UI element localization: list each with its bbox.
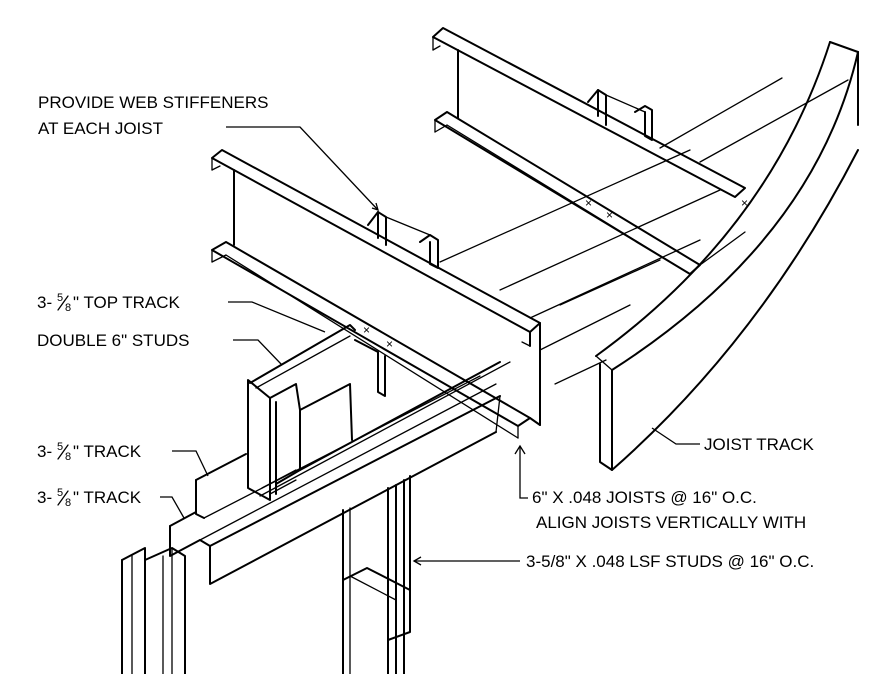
label-joists-1: 6" X .048 JOISTS @ 16" O.C. (532, 488, 757, 507)
label-lsf-studs: 3-5/8" X .048 LSF STUDS @ 16" O.C. (526, 552, 814, 571)
label-web-stiffeners-2: AT EACH JOIST (38, 119, 163, 138)
label-track-lower-den: 8 (65, 497, 71, 509)
label-top-track-num: 5 (57, 292, 63, 304)
label-track-upper: 3- 5 8 " TRACK (37, 441, 142, 463)
top-track-and-studs (195, 324, 511, 519)
back-joist (432, 27, 746, 275)
screw-mark: × (386, 337, 393, 351)
label-top-track-suffix: " TOP TRACK (73, 293, 180, 312)
lsf-studs (121, 475, 411, 674)
label-track-lower-num: 5 (57, 487, 63, 499)
label-double-studs: DOUBLE 6" STUDS (37, 331, 189, 350)
label-joists-2: ALIGN JOISTS VERTICALLY WITH (536, 513, 806, 532)
label-track-lower: 3- 5 8 " TRACK (37, 487, 142, 509)
label-top-track-prefix: 3- (37, 293, 52, 312)
label-top-track: 3- 5 8 " TOP TRACK (37, 292, 180, 314)
label-web-stiffeners-1: PROVIDE WEB STIFFENERS (38, 93, 268, 112)
label-track-lower-suffix: " TRACK (73, 488, 142, 507)
label-track-lower-prefix: 3- (37, 488, 52, 507)
floor-framing (439, 149, 721, 385)
screw-mark: × (363, 323, 370, 337)
label-joist-track: JOIST TRACK (704, 435, 815, 454)
label-track-upper-prefix: 3- (37, 442, 52, 461)
front-joist (211, 149, 541, 439)
label-track-upper-suffix: " TRACK (73, 442, 142, 461)
joist-track (595, 41, 859, 471)
label-track-upper-num: 5 (57, 441, 63, 453)
label-top-track-den: 8 (65, 302, 71, 314)
screw-mark: × (606, 208, 613, 222)
lower-track (169, 383, 501, 585)
leader-lines (160, 126, 700, 566)
label-track-upper-den: 8 (65, 451, 71, 463)
screw-mark: × (741, 196, 748, 210)
screw-mark: × (585, 196, 592, 210)
